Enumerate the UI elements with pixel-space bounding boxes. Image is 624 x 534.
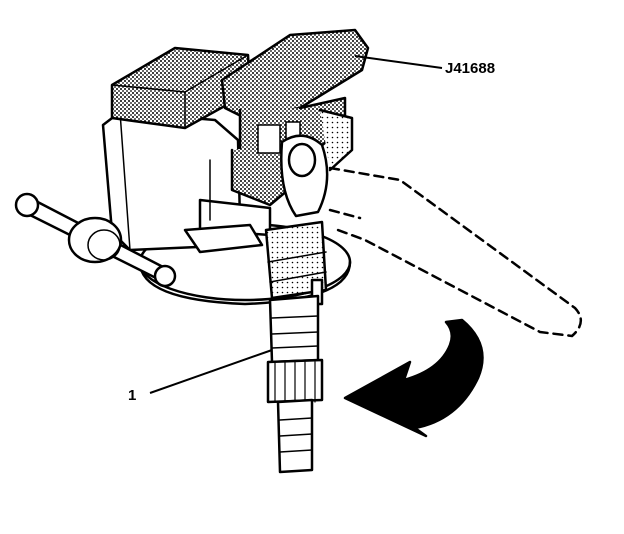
vise-handle — [14, 192, 177, 288]
vise-screw-housing — [183, 223, 264, 254]
rotation-arrow — [343, 318, 484, 438]
tool-callout-label: J41688 — [445, 60, 495, 77]
part-leader-line — [149, 349, 273, 394]
part-callout-label: 1 — [128, 387, 136, 404]
tool-leader-line — [354, 55, 443, 69]
fuel-injector — [264, 134, 329, 474]
dashed-ghost-injector — [328, 166, 582, 338]
